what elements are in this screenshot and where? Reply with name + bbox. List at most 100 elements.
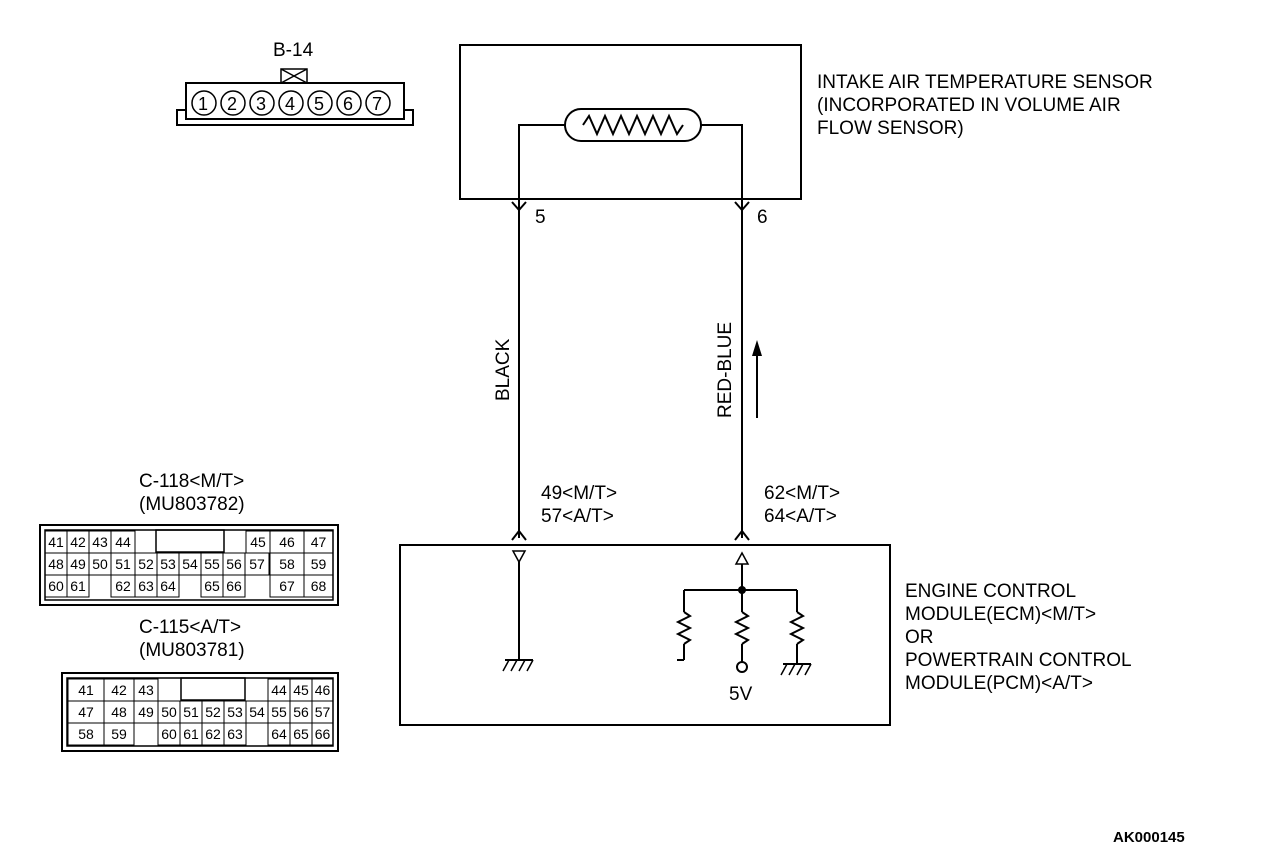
connector-b14-lock-cross: [280, 68, 308, 84]
svg-text:61: 61: [70, 578, 86, 594]
c118-cell: 67: [269, 574, 305, 598]
c118-cell: 68: [303, 574, 334, 598]
c115-cell: 57: [311, 700, 334, 724]
svg-text:57: 57: [249, 556, 265, 572]
signal-direction-arrow: [752, 340, 762, 418]
svg-text:43: 43: [92, 534, 108, 550]
c118-cell: 62: [110, 574, 136, 598]
c115-cell: 55: [267, 700, 291, 724]
ecm-title-line-3: OR: [905, 627, 934, 648]
c118-cell: 53: [156, 552, 180, 576]
b14-pin-1: 1: [191, 90, 217, 116]
c118-cell: 48: [44, 552, 68, 576]
c115-cell: 45: [289, 678, 313, 702]
sensor-title-line-2: (INCORPORATED IN VOLUME AIR: [817, 95, 1121, 116]
c115-cell: 65: [289, 722, 313, 746]
svg-text:3: 3: [256, 94, 266, 114]
c115-cell: 56: [289, 700, 313, 724]
c118-cell: 66: [222, 574, 246, 598]
ecm-block: 5V ENGINE CONTROL MODULE(ECM)<M/T> OR PO…: [399, 544, 1132, 726]
connector-c118-title: C-118<M/T>: [139, 471, 244, 492]
ground-symbol-left: [502, 659, 534, 672]
b14-pin-4: 4: [278, 90, 304, 116]
svg-text:66: 66: [226, 578, 242, 594]
svg-text:62: 62: [115, 578, 131, 594]
c115-cell: 44: [267, 678, 291, 702]
svg-text:53: 53: [227, 704, 243, 720]
svg-text:59: 59: [311, 556, 327, 572]
svg-text:50: 50: [92, 556, 108, 572]
c118-cell: 61: [66, 574, 90, 598]
ecm-title-line-5: MODULE(PCM)<A/T>: [905, 673, 1093, 694]
b14-pin-5: 5: [307, 90, 333, 116]
c118-cell: 42: [66, 530, 90, 554]
c115-cell: 54: [245, 700, 269, 724]
b14-pin-3: 3: [249, 90, 275, 116]
ecm-title-line-1: ENGINE CONTROL: [905, 581, 1076, 602]
c115-cell: 46: [311, 678, 334, 702]
c115-cell: 49: [133, 700, 159, 724]
wire-red-blue-label: RED-BLUE: [715, 322, 736, 418]
b14-pin-2: 2: [220, 90, 246, 116]
c118-cell: 54: [178, 552, 202, 576]
c115-cell: 52: [201, 700, 225, 724]
connector-b14-label: B-14: [273, 40, 314, 61]
c115-cell: 53: [223, 700, 247, 724]
c115-cell: 66: [311, 722, 334, 746]
svg-text:66: 66: [315, 726, 331, 742]
svg-text:64: 64: [160, 578, 176, 594]
c115-cell: 50: [157, 700, 181, 724]
c115-cell: 63: [223, 722, 247, 746]
connector-c118-lock: [155, 529, 225, 553]
supply-voltage-label: 5V: [729, 684, 753, 705]
connector-b14-body: [185, 82, 405, 120]
c115-cell: 60: [157, 722, 181, 746]
ecm-title-line-2: MODULE(ECM)<M/T>: [905, 604, 1096, 625]
c118-cell: 51: [110, 552, 136, 576]
svg-text:48: 48: [48, 556, 64, 572]
b14-pin-6: 6: [336, 90, 362, 116]
svg-text:56: 56: [226, 556, 242, 572]
ecm-box: [399, 544, 891, 726]
svg-text:2: 2: [227, 94, 237, 114]
c115-cell: 47: [67, 700, 105, 724]
ecm-pin-right-line-1: 62<M/T>: [764, 483, 840, 504]
svg-text:68: 68: [311, 578, 327, 594]
wire-black-label: BLACK: [493, 338, 514, 401]
c115-cell: 64: [267, 722, 291, 746]
svg-text:45: 45: [250, 534, 266, 550]
svg-text:59: 59: [111, 726, 127, 742]
c115-cell: 58: [67, 722, 105, 746]
c118-cell: 45: [245, 530, 271, 554]
c115-cell: 42: [103, 678, 135, 702]
sensor-pin-6-label: 6: [757, 207, 768, 228]
ecm-pin-left-line-2: 57<A/T>: [541, 506, 614, 527]
svg-text:56: 56: [293, 704, 309, 720]
c118-cell: 60: [44, 574, 68, 598]
svg-text:1: 1: [198, 94, 208, 114]
svg-text:65: 65: [293, 726, 309, 742]
connector-b14-pins: 1 2 3 4 5 6 7: [191, 90, 391, 116]
svg-text:54: 54: [249, 704, 265, 720]
svg-text:47: 47: [78, 704, 94, 720]
c118-cell: 46: [269, 530, 305, 554]
svg-text:48: 48: [111, 704, 127, 720]
sensor-inner-wire: [518, 124, 743, 210]
svg-text:65: 65: [204, 578, 220, 594]
c118-cell: 50: [88, 552, 112, 576]
connector-b14: B-14 1 2 3 4 5 6 7: [176, 40, 414, 126]
svg-text:45: 45: [293, 682, 309, 698]
ground-symbol-right: [780, 663, 812, 676]
thermistor-zigzag: [582, 113, 684, 137]
c118-cell: 47: [303, 530, 334, 554]
sensor-title-line-1: INTAKE AIR TEMPERATURE SENSOR: [817, 72, 1153, 93]
c115-cell: 43: [133, 678, 159, 702]
c115-cell: 41: [67, 678, 105, 702]
svg-text:58: 58: [78, 726, 94, 742]
svg-text:51: 51: [115, 556, 131, 572]
svg-text:6: 6: [343, 94, 353, 114]
b14-pin-7: 7: [365, 90, 391, 116]
